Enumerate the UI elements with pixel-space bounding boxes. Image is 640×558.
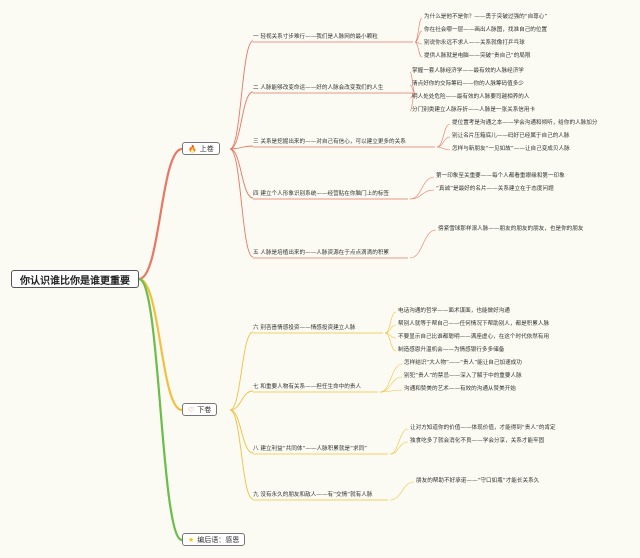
connector-branch-leaf <box>414 41 423 58</box>
branch-1[interactable]: 一 轻视关系寸步难行——我们是人脉网的最小颗粒 <box>253 34 378 40</box>
connector-branch-leaf <box>409 71 416 94</box>
star-icon: ★ <box>188 535 195 544</box>
connector-branch-leaf <box>384 311 397 334</box>
connector-section-branch <box>229 148 254 199</box>
leaf[interactable]: 让对方知道你的价值——体现价值，才能得到“贵人”的肯定 <box>410 425 556 431</box>
leaf[interactable]: 别让名片压箱底儿——码好已经属于自己的人脉 <box>452 133 570 139</box>
connector-branch-leaf <box>409 92 416 112</box>
connector-branch-leaf <box>389 428 409 455</box>
leaf[interactable]: 掌握一套人脉经济学——最有效的人脉经济学 <box>412 68 524 74</box>
connector-section-branch <box>229 331 254 411</box>
heart-icon: ♡ <box>188 405 195 414</box>
section-label: 编后语：感恩 <box>197 535 240 544</box>
connector-branch-leaf <box>379 389 403 393</box>
connector-branch-leaf <box>414 30 423 43</box>
connector-root-lower <box>138 277 183 412</box>
connector-branch-leaf <box>436 146 451 151</box>
connector-branch-leaf <box>409 229 437 259</box>
connector-root-afterword <box>138 277 183 542</box>
branch-7[interactable]: 七 和重要人物有关系——担任生命中的贵人 <box>253 384 362 390</box>
connector-branch-leaf <box>384 332 397 352</box>
section-label: 上卷 <box>199 144 214 153</box>
connector-branch-leaf <box>409 189 435 200</box>
connector-branch-leaf <box>389 481 415 501</box>
leaf[interactable]: 制造感恩升温机会——为情感银行多多储备 <box>398 347 505 353</box>
connector-branch-leaf <box>384 324 397 334</box>
connector-branch-leaf <box>436 136 451 148</box>
leaf[interactable]: 帮别人就等于帮自己——任何情况下帮助别人，都是积累人脉 <box>398 321 550 327</box>
leaf[interactable]: “真诚”是最好的名片——关系建立在于态度问题 <box>436 186 554 192</box>
leaf[interactable]: 傍紧雪球那样滚人脉——朋友的朋友的朋友，也是你的朋友 <box>438 226 584 232</box>
branch-8[interactable]: 八 建立利益“共同体”——人脉积累就是“求同” <box>253 446 368 452</box>
connector-branch-leaf <box>414 17 423 43</box>
leaf[interactable]: 朋友的帮助不好承诺——“守口如瓶”才能长关系久 <box>416 478 540 484</box>
branch-9[interactable]: 九 没有永久的朋友和敌人——有“交情”就有人脉 <box>253 492 373 498</box>
leaf[interactable]: 独食吃多了就会消化不良——学会分享，关系才能牢固 <box>410 438 545 444</box>
leaf[interactable]: 怎样结识“大人物”——“贵人”能让自己加速成功 <box>404 360 522 366</box>
leaf[interactable]: 为什么是他不是你？——勇于突破过强的“自尊心” <box>424 14 548 20</box>
connector-section-branch <box>229 145 254 150</box>
fire-icon: 🔥 <box>188 144 197 153</box>
connector-section-branch <box>229 148 254 258</box>
leaf[interactable]: 不要显示自己比谁都聪明——满座虚心，在这个时代依然有用 <box>398 334 550 340</box>
mind-map-root[interactable]: 你认识谁比你是谁更重要 <box>11 270 139 288</box>
leaf[interactable]: 你在社会哪一层——画出人脉图，找准自己的位置 <box>424 27 548 33</box>
connector-branch-leaf <box>379 376 403 393</box>
connector-branch-leaf <box>409 84 416 94</box>
connector-section-branch <box>229 409 254 454</box>
section-lower-volume[interactable]: ♡ 下卷 <box>182 403 218 416</box>
connector-branch-leaf <box>409 176 435 200</box>
leaf[interactable]: 分门别类建立人脉存折——人脉是一张关系信用卡 <box>412 107 536 113</box>
leaf[interactable]: 怎样与新朋友“一见如故”——让自己变成贝人脉 <box>452 146 570 152</box>
connector-root-upper <box>138 147 183 281</box>
branch-2[interactable]: 二 人脉能够改变命运——好的人脉会改变我们的人生 <box>253 85 384 91</box>
branch-6[interactable]: 六 别吝啬情感投资——情感投资建立人脉 <box>253 325 356 331</box>
leaf[interactable]: 别犯“贵人”的禁忌——深入了解于中的重要人脉 <box>404 373 522 379</box>
connector-branch-leaf <box>389 441 409 455</box>
branch-5[interactable]: 五 人脉是培植出来的——人脉资源在于点点滴滴的积累 <box>253 250 390 256</box>
connector-section-branch <box>229 409 254 500</box>
connector-branch-leaf <box>436 123 451 148</box>
connector-section-branch <box>229 91 254 150</box>
connector-branch-leaf <box>379 363 403 393</box>
section-afterword[interactable]: ★ 编后语：感恩 <box>182 533 246 546</box>
section-label: 下卷 <box>197 405 212 414</box>
leaf[interactable]: 提供人脉就是电脑——突破“贵自己”的局限 <box>424 53 531 59</box>
branch-3[interactable]: 三 关系是挖掘出来的——对自己有信心，可以建立更多的关系 <box>253 139 406 145</box>
leaf[interactable]: 电话沟通的哲学——面术谋面，也能做好沟通 <box>398 308 510 314</box>
connector-section-branch <box>229 40 254 150</box>
leaf[interactable]: 别说你永远不求人——关系就像打乒乓球 <box>424 40 525 46</box>
leaf[interactable]: 第一印象至关重要——每个人都看重眼缘和第一印象 <box>436 173 565 179</box>
leaf[interactable]: 提位置考是沟通之本——学会沟通和倾听，给你的人脉加分 <box>452 120 598 126</box>
connector-section-branch <box>229 390 254 411</box>
branch-4[interactable]: 四 建立个人形象识别系统——经营贴在你脑门上的标签 <box>253 191 390 197</box>
leaf[interactable]: 明人处处危险——最有效的人脉要司越相养的人 <box>412 94 530 100</box>
leaf[interactable]: 沟通和赞美的艺术——有效的沟通从赞美开始 <box>404 386 516 392</box>
leaf[interactable]: 清点好你的交际筹码——你的人脉筹码值多少 <box>412 81 524 87</box>
section-upper-volume[interactable]: 🔥 上卷 <box>182 142 220 155</box>
